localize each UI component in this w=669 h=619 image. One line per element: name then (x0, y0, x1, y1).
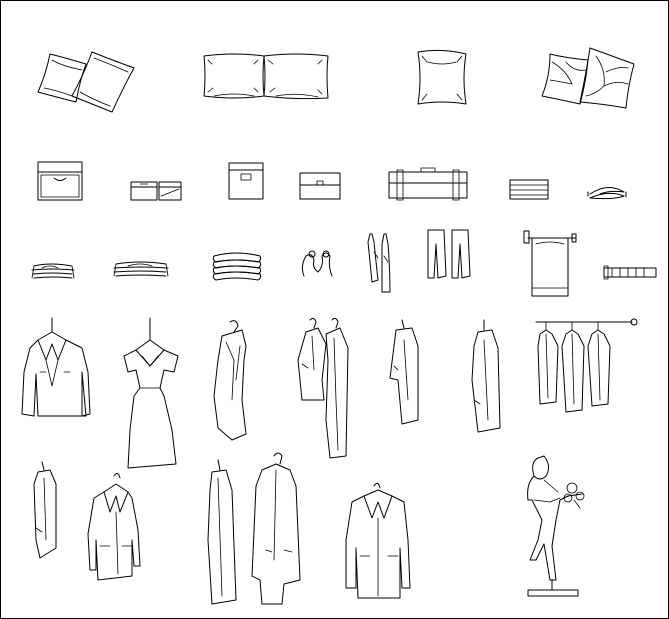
folded-shirts-stack-icon (113, 261, 169, 277)
flat-box-icon (299, 172, 341, 200)
rolled-towels-icon (587, 187, 627, 200)
storage-box-lidded-icon (228, 162, 264, 200)
storage-box-open-icon (37, 161, 83, 201)
pillow-flat-pair-icon (203, 53, 329, 100)
hanging-trousers-icon (427, 229, 471, 279)
suitcase-icon (388, 167, 468, 201)
coat-side-view-icon (471, 319, 501, 433)
tie-rack-icon (603, 265, 657, 280)
wall-hooks-icon (301, 250, 333, 277)
hanging-scarves-icon (367, 233, 391, 293)
coat-front-view-icon (87, 472, 141, 581)
mannequin-figure-icon (527, 455, 585, 597)
pillow-pair-icon (37, 51, 135, 113)
small-boxes-pair-icon (130, 181, 182, 201)
folded-stack-icon (509, 179, 549, 200)
overcoat-on-hanger-icon (345, 482, 411, 599)
pillow-patterned-pair-icon (541, 47, 635, 109)
coat-side-view-icon (389, 319, 419, 425)
garments-on-rail-icon (535, 318, 638, 413)
long-coats-pair-icon (207, 452, 301, 605)
towel-stack-icon (212, 252, 262, 281)
folded-shirts-stack-icon (31, 263, 75, 279)
robe-on-hanger-icon (213, 320, 247, 441)
shirt-side-view-icon (33, 461, 57, 559)
coats-on-hangers-icon (297, 317, 349, 459)
pillow-single-icon (417, 49, 467, 105)
dress-on-hanger-icon (123, 317, 179, 469)
jacket-on-hanger-icon (21, 317, 91, 417)
trouser-rail-icon (523, 230, 577, 297)
